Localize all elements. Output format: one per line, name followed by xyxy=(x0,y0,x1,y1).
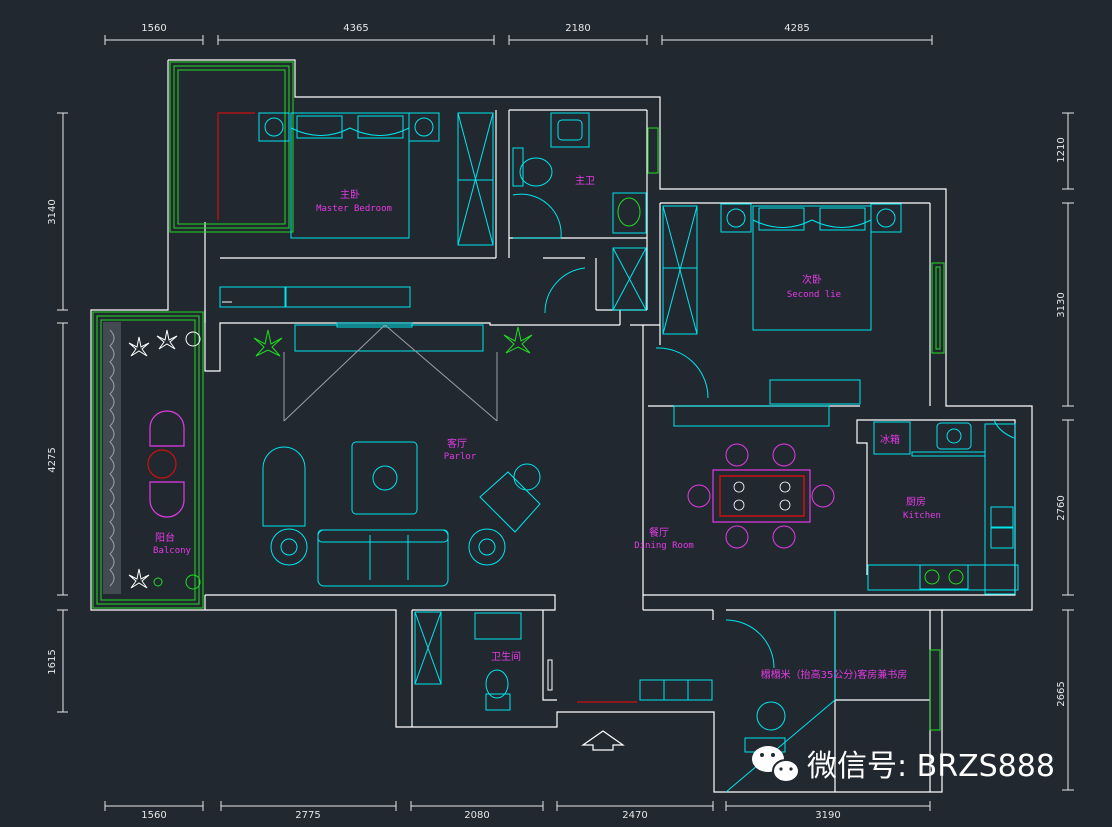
room-label-second-bedroom-en: Second lie xyxy=(787,290,841,300)
room-label-kitchen-en: Kitchen xyxy=(903,511,941,521)
second-bed xyxy=(752,205,872,331)
dim-bottom-5: 3190 xyxy=(815,810,840,821)
dim-right-2: 3130 xyxy=(1056,292,1067,317)
room-label-second-bedroom-zh: 次卧 xyxy=(802,273,822,286)
room-label-parlor-en: Parlor xyxy=(444,452,477,462)
door-accents xyxy=(217,112,637,703)
armchair xyxy=(479,471,541,533)
walls xyxy=(90,59,1033,793)
dimension-lines xyxy=(57,35,1074,811)
furniture xyxy=(219,112,1019,793)
planter-texture xyxy=(109,329,115,587)
dim-bottom-2: 2775 xyxy=(295,810,320,821)
dining-set xyxy=(687,443,835,549)
room-label-master-bedroom-en: Master Bedroom xyxy=(316,204,392,214)
watermark-text: 微信号: BRZS888 xyxy=(807,749,1055,784)
second-wardrobe xyxy=(662,205,698,335)
room-label-balcony-en: Balcony xyxy=(153,546,192,556)
room-label-master-bath-zh: 主卫 xyxy=(575,175,595,187)
balcony-furniture xyxy=(147,410,185,518)
room-label-kitchen-zh: 厨房 xyxy=(906,495,926,508)
room-labels: 主卧 Master Bedroom 主卫 次卧 Second lie 客厅 Pa… xyxy=(153,175,941,681)
room-label-parlor-zh: 客厅 xyxy=(447,437,467,450)
plants xyxy=(128,326,533,590)
dim-bottom-4: 2470 xyxy=(622,810,647,821)
wechat-icon xyxy=(752,746,800,783)
dimension-labels: 1560 4365 2180 4285 1560 2775 2080 2470 … xyxy=(47,23,1067,821)
dining-table xyxy=(712,469,811,523)
room-label-dining-zh: 餐厅 xyxy=(649,526,669,539)
balcony-top-floor xyxy=(180,72,283,222)
side-chair xyxy=(262,446,306,527)
room-label-master-bedroom-zh: 主卧 xyxy=(340,188,360,201)
sofa xyxy=(317,529,449,587)
entrance-arrow-icon xyxy=(581,730,625,751)
dim-top-3: 2180 xyxy=(565,23,590,34)
dim-top-4: 4285 xyxy=(784,23,809,34)
coffee-table xyxy=(351,441,418,515)
dim-right-4: 2665 xyxy=(1056,681,1067,706)
room-label-balcony-zh: 阳台 xyxy=(155,531,175,544)
dim-left-1: 3140 xyxy=(47,199,58,224)
master-wardrobe xyxy=(457,112,494,246)
dim-right-1: 1210 xyxy=(1056,137,1067,162)
dim-left-2: 4275 xyxy=(47,447,58,472)
watermark: 微信号: BRZS888 xyxy=(752,746,1055,784)
dim-right-3: 2760 xyxy=(1056,495,1067,520)
windows xyxy=(92,61,945,731)
room-label-study-zh: 榻榻米（抬高35公分)客房兼书房 xyxy=(761,668,908,681)
room-label-toilet-zh: 卫生间 xyxy=(491,650,521,663)
room-label-dining-en: Dining Room xyxy=(634,541,694,551)
dim-bottom-3: 2080 xyxy=(464,810,489,821)
dim-top-2: 4365 xyxy=(343,23,368,34)
balcony-planter xyxy=(103,322,121,594)
master-bed xyxy=(290,112,410,239)
dim-bottom-1: 1560 xyxy=(141,810,166,821)
fridge-label: 冰箱 xyxy=(880,433,900,446)
dim-left-3: 1615 xyxy=(47,649,58,674)
dim-top-1: 1560 xyxy=(141,23,166,34)
